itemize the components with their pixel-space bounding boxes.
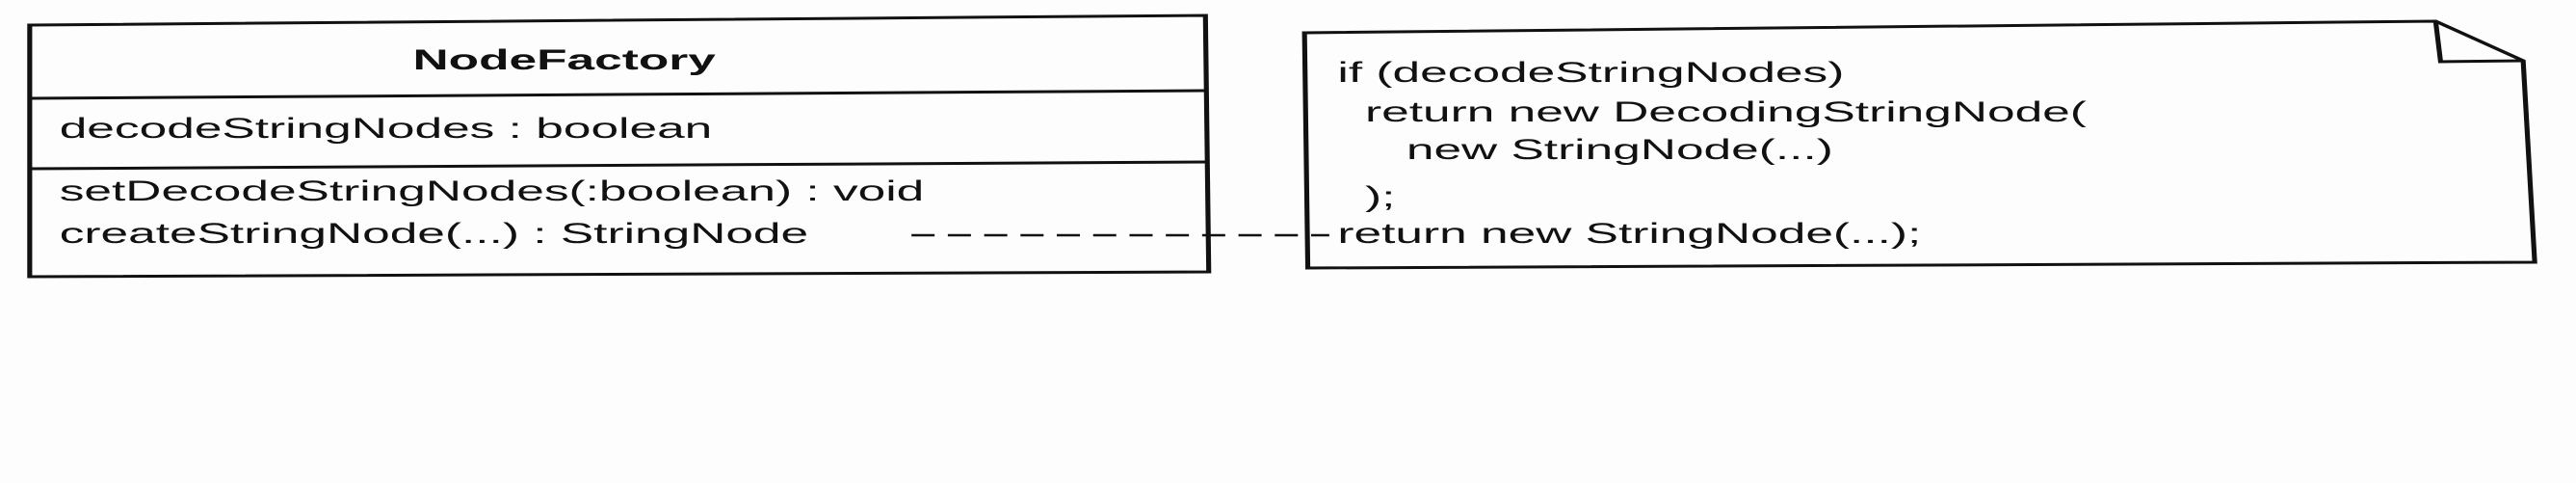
note-line: return new DecodingStringNode(	[1337, 96, 2087, 128]
class-name: NodeFactory	[412, 44, 716, 76]
class-name-divider	[29, 89, 1206, 100]
note-line: new StringNode(...)	[1337, 134, 1833, 166]
note-outline	[1301, 19, 2537, 270]
note-folded-corner	[2432, 20, 2524, 64]
note-line: return new StringNode(...);	[1337, 218, 1922, 250]
attributes-divider	[29, 160, 1208, 171]
note-line: );	[1337, 181, 1396, 213]
class-box-outline	[27, 13, 1212, 279]
attribute: decodeStringNodes : boolean	[59, 113, 713, 145]
operation: createStringNode(...) : StringNode	[59, 218, 809, 250]
operation: setDecodeStringNodes(:boolean) : void	[59, 175, 925, 207]
note-line: if (decodeStringNodes)	[1337, 57, 1845, 89]
